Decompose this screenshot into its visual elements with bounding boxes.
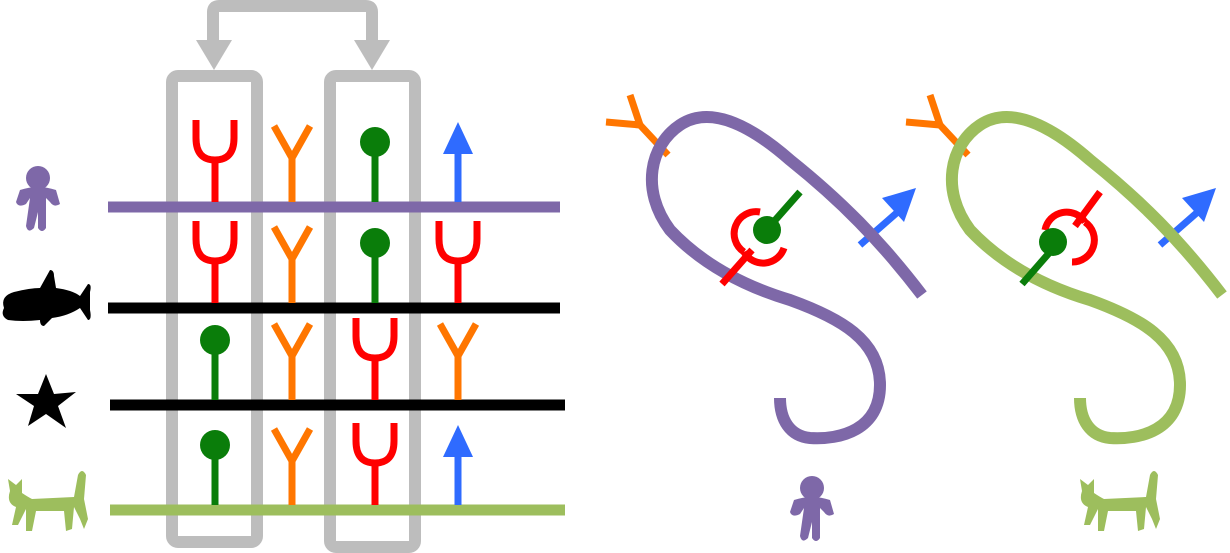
folded-arrow-stem <box>857 207 903 248</box>
swap-arrowhead-right <box>354 40 390 70</box>
domain-cup-r0-c0 <box>192 120 238 202</box>
domain-cup-r1-c3 <box>435 221 481 303</box>
domain-ball-r0-c2 <box>360 127 390 202</box>
folded-protein-cat <box>905 93 1227 445</box>
folded-ball-stem <box>1019 249 1053 287</box>
ball-head <box>200 325 230 355</box>
y-arms <box>270 124 314 166</box>
shark-icon <box>2 270 91 326</box>
cat-icon <box>1080 471 1160 531</box>
person-icon <box>16 166 60 231</box>
folded-protein-person <box>605 93 927 445</box>
cup-head <box>192 120 238 164</box>
folded-strand <box>945 111 1227 445</box>
folded-y-arms <box>605 93 646 129</box>
y-arms <box>270 322 314 364</box>
starfish-icon <box>16 374 76 428</box>
y-arms <box>270 225 314 267</box>
swap-connector <box>207 0 378 56</box>
swap-arrowhead-left <box>196 40 232 70</box>
ball-head <box>360 228 390 258</box>
arrow-head <box>443 425 473 457</box>
organism-icons <box>2 166 91 531</box>
domain-y-r2-c3 <box>436 322 480 400</box>
organism-lines <box>108 201 565 516</box>
domain-ball-r2-c0 <box>200 325 230 400</box>
domain-ball-r1-c2 <box>360 228 390 303</box>
domain-y-r0-c1 <box>270 124 314 202</box>
ball-head <box>360 127 390 157</box>
folded-arrow-stem <box>1157 207 1203 248</box>
cup-head <box>352 423 398 467</box>
domain-grid <box>192 120 481 505</box>
y-arms <box>436 322 480 364</box>
cat-icon <box>8 471 88 531</box>
folded-cup-head <box>730 208 788 267</box>
domain-y-r3-c1 <box>270 427 314 505</box>
domain-arrow-r3-c3 <box>443 425 473 505</box>
domain-ball-r3-c0 <box>200 430 230 505</box>
folded-y-arms <box>905 93 946 129</box>
person-icon <box>790 476 834 541</box>
cup-head <box>435 221 481 265</box>
domain-cup-r2-c2 <box>352 318 398 400</box>
folded-strand <box>645 111 927 445</box>
arrow-head <box>443 122 473 154</box>
domain-cup-r3-c2 <box>352 423 398 505</box>
folded-ball-head <box>1039 228 1067 256</box>
cup-head <box>352 318 398 362</box>
cup-head <box>192 221 238 265</box>
ball-head <box>200 430 230 460</box>
folded-arrow-head <box>882 188 916 222</box>
folded-arrow-head <box>1182 188 1216 222</box>
folded-cup-head <box>1041 208 1098 266</box>
y-arms <box>270 427 314 469</box>
domain-y-r2-c1 <box>270 322 314 400</box>
folded-proteins <box>605 93 1227 541</box>
domain-arrow-r0-c3 <box>443 122 473 202</box>
domain-cup-r1-c0 <box>192 221 238 303</box>
folded-ball-head <box>753 216 781 244</box>
domain-y-r1-c1 <box>270 225 314 303</box>
